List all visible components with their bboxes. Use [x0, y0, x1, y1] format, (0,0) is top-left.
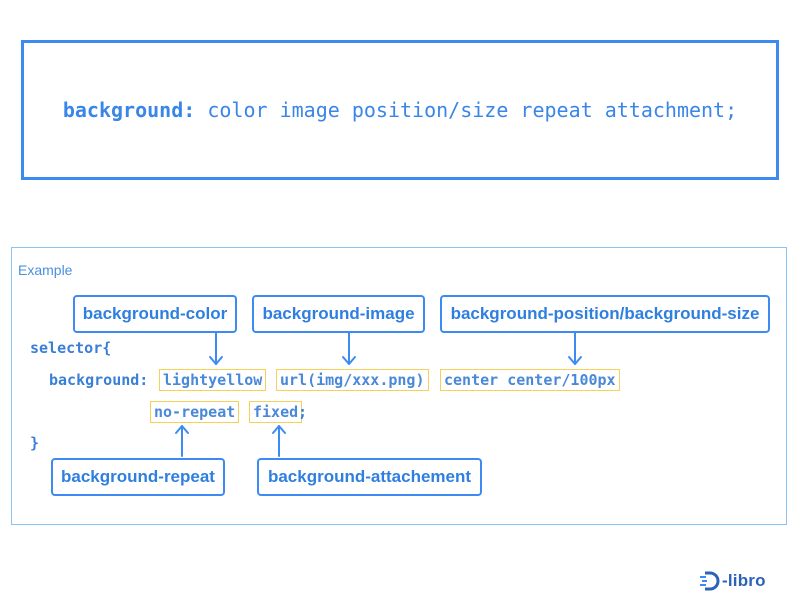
code-close-brace: }: [30, 434, 40, 452]
example-label: Example: [18, 262, 73, 278]
syntax-line: background: color image position/size re…: [63, 98, 737, 122]
syntax-property: background:: [62, 98, 196, 122]
background-repeat-tag: background-repeat: [51, 458, 225, 496]
logo-text: -libro: [722, 571, 766, 590]
image-value: url(img/xxx.png): [276, 369, 429, 391]
d-logo-icon: [700, 571, 720, 591]
syntax-values: color image position/size repeat attachm…: [195, 98, 738, 122]
code-selector: selector{: [30, 339, 112, 357]
background-image-tag: background-image: [252, 295, 425, 333]
logo-text-libro: libro: [727, 571, 766, 590]
background-position-size-tag: background-position/background-size: [440, 295, 770, 333]
syntax-box: background: color image position/size re…: [21, 40, 779, 180]
attachment-value: fixed: [249, 401, 303, 423]
d-libro-logo: -libro: [700, 570, 766, 592]
background-attachement-tag: background-attachement: [257, 458, 482, 496]
code-terminator: ;: [298, 403, 308, 421]
background-color-tag: background-color: [73, 295, 237, 333]
repeat-value: no-repeat: [150, 401, 240, 423]
position-size-value: center center/100px: [440, 369, 620, 391]
code-property: background:: [49, 371, 149, 389]
color-value: lightyellow: [159, 369, 267, 391]
example-box: [11, 247, 787, 525]
